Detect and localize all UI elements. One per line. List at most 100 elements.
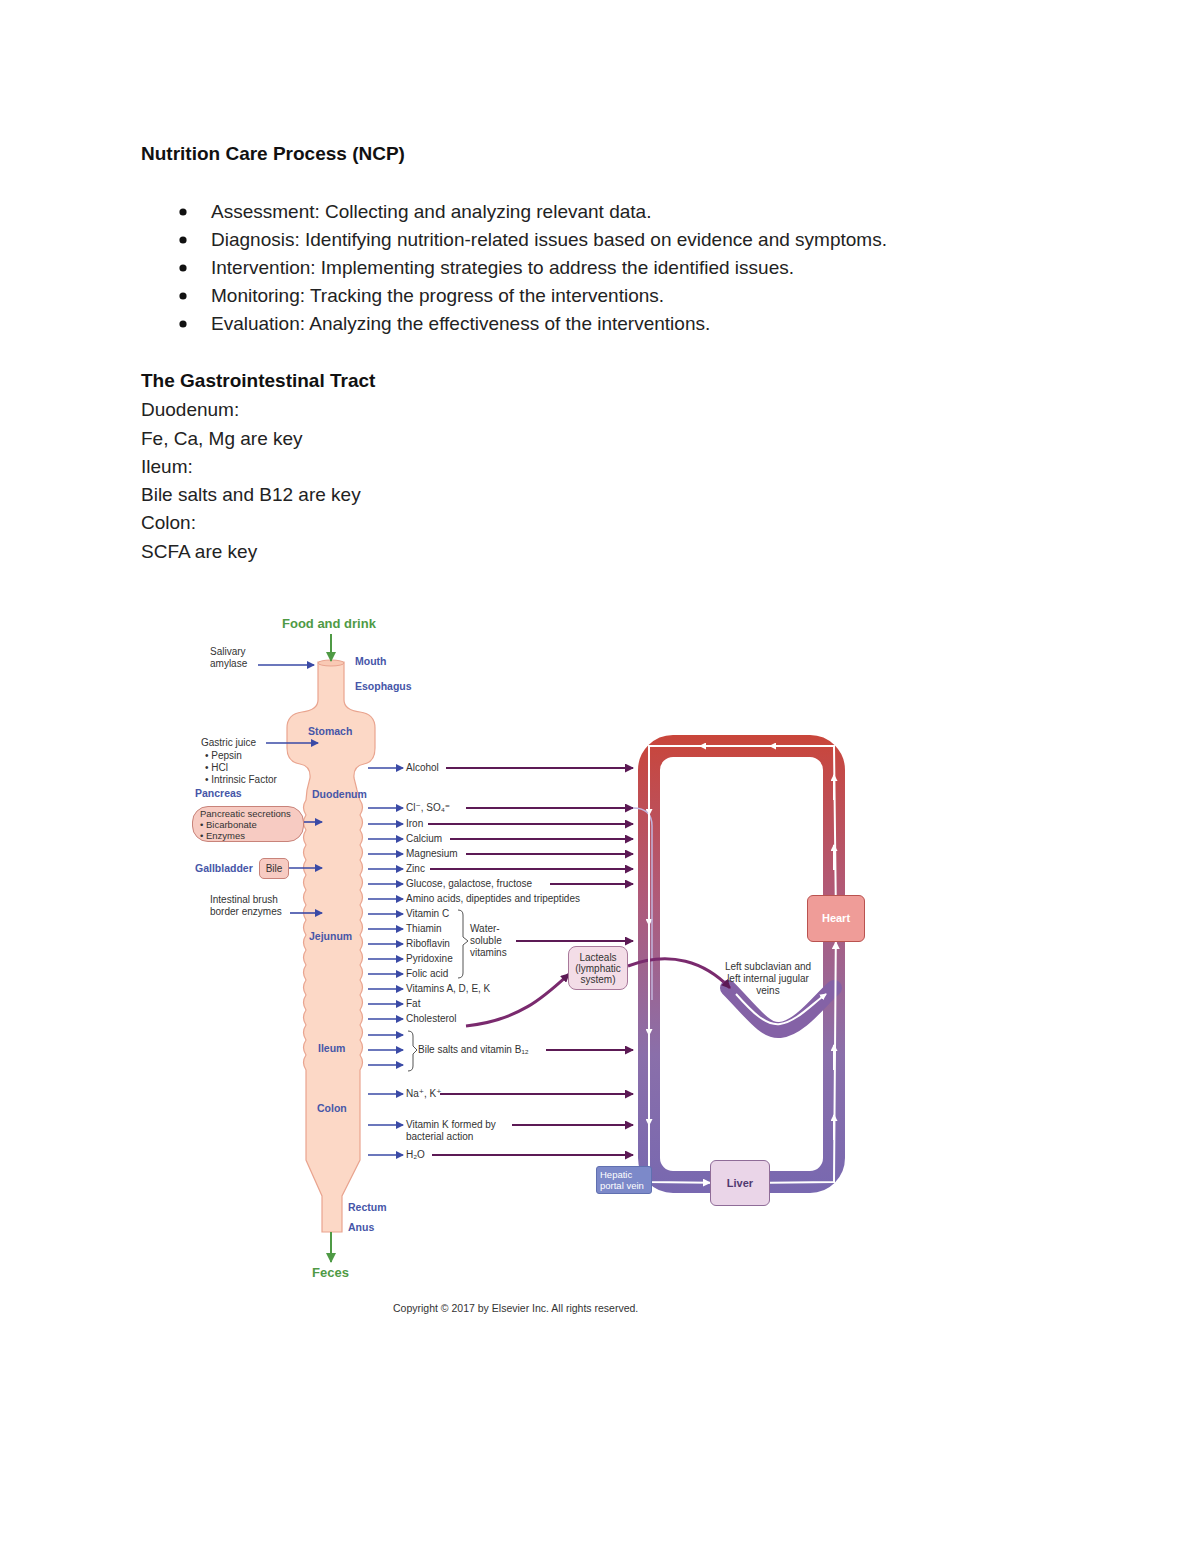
group-brace — [408, 1031, 417, 1071]
text-label: Zinc — [406, 863, 425, 875]
absorption-arrow — [368, 1124, 403, 1126]
text-label: Fat — [406, 998, 420, 1010]
absorption-arrow — [368, 913, 403, 915]
text-label: Food and drink — [282, 616, 376, 632]
text-label: Colon: — [141, 512, 196, 534]
node-text: • Bicarbonate — [200, 819, 257, 830]
lymph-arrow — [628, 959, 730, 988]
text-label: Cholesterol — [406, 1013, 457, 1025]
transport-arrow — [440, 1093, 633, 1095]
node-box: Liver — [710, 1160, 770, 1206]
text-label: Fe, Ca, Mg are key — [141, 428, 303, 450]
absorption-arrow — [368, 823, 403, 825]
subclavian-vein — [728, 988, 834, 1030]
circulation-loop — [649, 746, 834, 1182]
absorption-arrow — [368, 973, 403, 975]
absorption-arrow — [368, 1154, 403, 1156]
text-label: Duodenum: — [141, 399, 239, 421]
bullet-dot — [179, 208, 186, 215]
absorption-arrow — [368, 868, 403, 870]
text-label: Diagnosis: Identifying nutrition-related… — [211, 229, 887, 251]
text-label: Alcohol — [406, 762, 439, 774]
node-text: • Enzymes — [200, 830, 245, 841]
secretion-arrow — [266, 742, 318, 744]
text-label: Feces — [312, 1265, 349, 1281]
absorption-arrow — [368, 1018, 403, 1020]
flow-arrow — [700, 745, 730, 747]
transport-arrow — [466, 807, 633, 809]
text-label: Amino acids, dipeptides and tripeptides — [406, 893, 580, 905]
transport-arrow — [550, 883, 633, 885]
absorption-arrow — [368, 988, 403, 990]
absorption-arrow — [368, 958, 403, 960]
text-label: Anus — [348, 1221, 374, 1233]
node-heading: Gallbladder — [195, 862, 253, 874]
bullet-dot — [179, 292, 186, 299]
absorption-arrow — [368, 928, 403, 930]
text-label: H₂O — [406, 1149, 425, 1161]
text-label: Magnesium — [406, 848, 458, 860]
flow-arrow — [833, 1045, 835, 1070]
absorption-arrow — [368, 807, 403, 809]
text-label: Iron — [406, 818, 423, 830]
text-label: Glucose, galactose, fructose — [406, 878, 532, 890]
node-box: GallbladderBile — [259, 858, 289, 879]
text-label: Bile salts and vitamin B₁₂ — [418, 1044, 529, 1056]
text-label: • Intrinsic Factor — [205, 774, 277, 786]
text-label: Monitoring: Tracking the progress of the… — [211, 285, 664, 307]
absorption-arrow — [368, 898, 403, 900]
leader-line — [633, 808, 652, 1000]
transport-arrow — [450, 838, 633, 840]
text-label: Intervention: Implementing strategies to… — [211, 257, 794, 279]
text-label: Ileum — [318, 1042, 345, 1054]
absorption-arrow — [368, 883, 403, 885]
transport-arrow — [466, 853, 633, 855]
text-label: Riboflavin — [406, 938, 450, 950]
text-label: Vitamins A, D, E, K — [406, 983, 490, 995]
text-label: Rectum — [348, 1201, 387, 1213]
text-label: Left subclavian and left internal jugula… — [720, 961, 816, 997]
absorption-arrow — [368, 1093, 403, 1095]
bullet-dot — [179, 320, 186, 327]
text-label: SCFA are key — [141, 541, 257, 563]
absorption-arrow — [368, 853, 403, 855]
node-text: Pancreatic secretions — [200, 808, 291, 819]
flow-arrow — [648, 1100, 650, 1125]
text-label: Intestinal brush border enzymes — [210, 894, 294, 918]
node-text: Lacteals (lymphatic system) — [569, 952, 627, 985]
node-box: Lacteals (lymphatic system) — [568, 946, 628, 990]
node-box: Hepatic portal vein — [596, 1166, 652, 1194]
text-label: Vitamin K formed by bacterial action — [406, 1119, 514, 1143]
transport-arrow — [546, 1049, 633, 1051]
secretion-arrow — [304, 821, 322, 823]
lymph-arrow — [466, 974, 569, 1026]
text-label: Pyridoxine — [406, 953, 453, 965]
absorption-arrow — [368, 1049, 403, 1051]
transport-arrow — [512, 1124, 633, 1126]
bullet-dot — [179, 236, 186, 243]
text-label: Water-soluble vitamins — [470, 923, 514, 959]
node-heading: Pancreas — [195, 787, 242, 799]
text-label: Stomach — [308, 725, 352, 737]
intake-arrow — [330, 634, 332, 661]
flow-arrow — [648, 1010, 650, 1035]
text-label: Copyright © 2017 by Elsevier Inc. All ri… — [393, 1302, 638, 1314]
node-text: Hepatic portal vein — [600, 1169, 648, 1191]
transport-arrow — [516, 940, 633, 942]
text-label: Colon — [317, 1102, 347, 1114]
flow-arrow — [833, 1115, 835, 1140]
flow-arrow — [833, 845, 835, 870]
node-text: Bile — [266, 863, 283, 875]
text-label: Esophagus — [355, 680, 412, 692]
text-label: Vitamin C — [406, 908, 449, 920]
text-label: Mouth — [355, 655, 387, 667]
node-box: Heart — [807, 895, 865, 942]
text-label: Thiamin — [406, 923, 442, 935]
group-brace — [458, 910, 468, 978]
text-label: Salivary amylase — [210, 646, 260, 670]
flow-arrow — [648, 900, 650, 925]
text-label: • HCl — [205, 762, 228, 774]
secretion-arrow — [258, 664, 314, 666]
flow-arrow — [833, 775, 835, 800]
